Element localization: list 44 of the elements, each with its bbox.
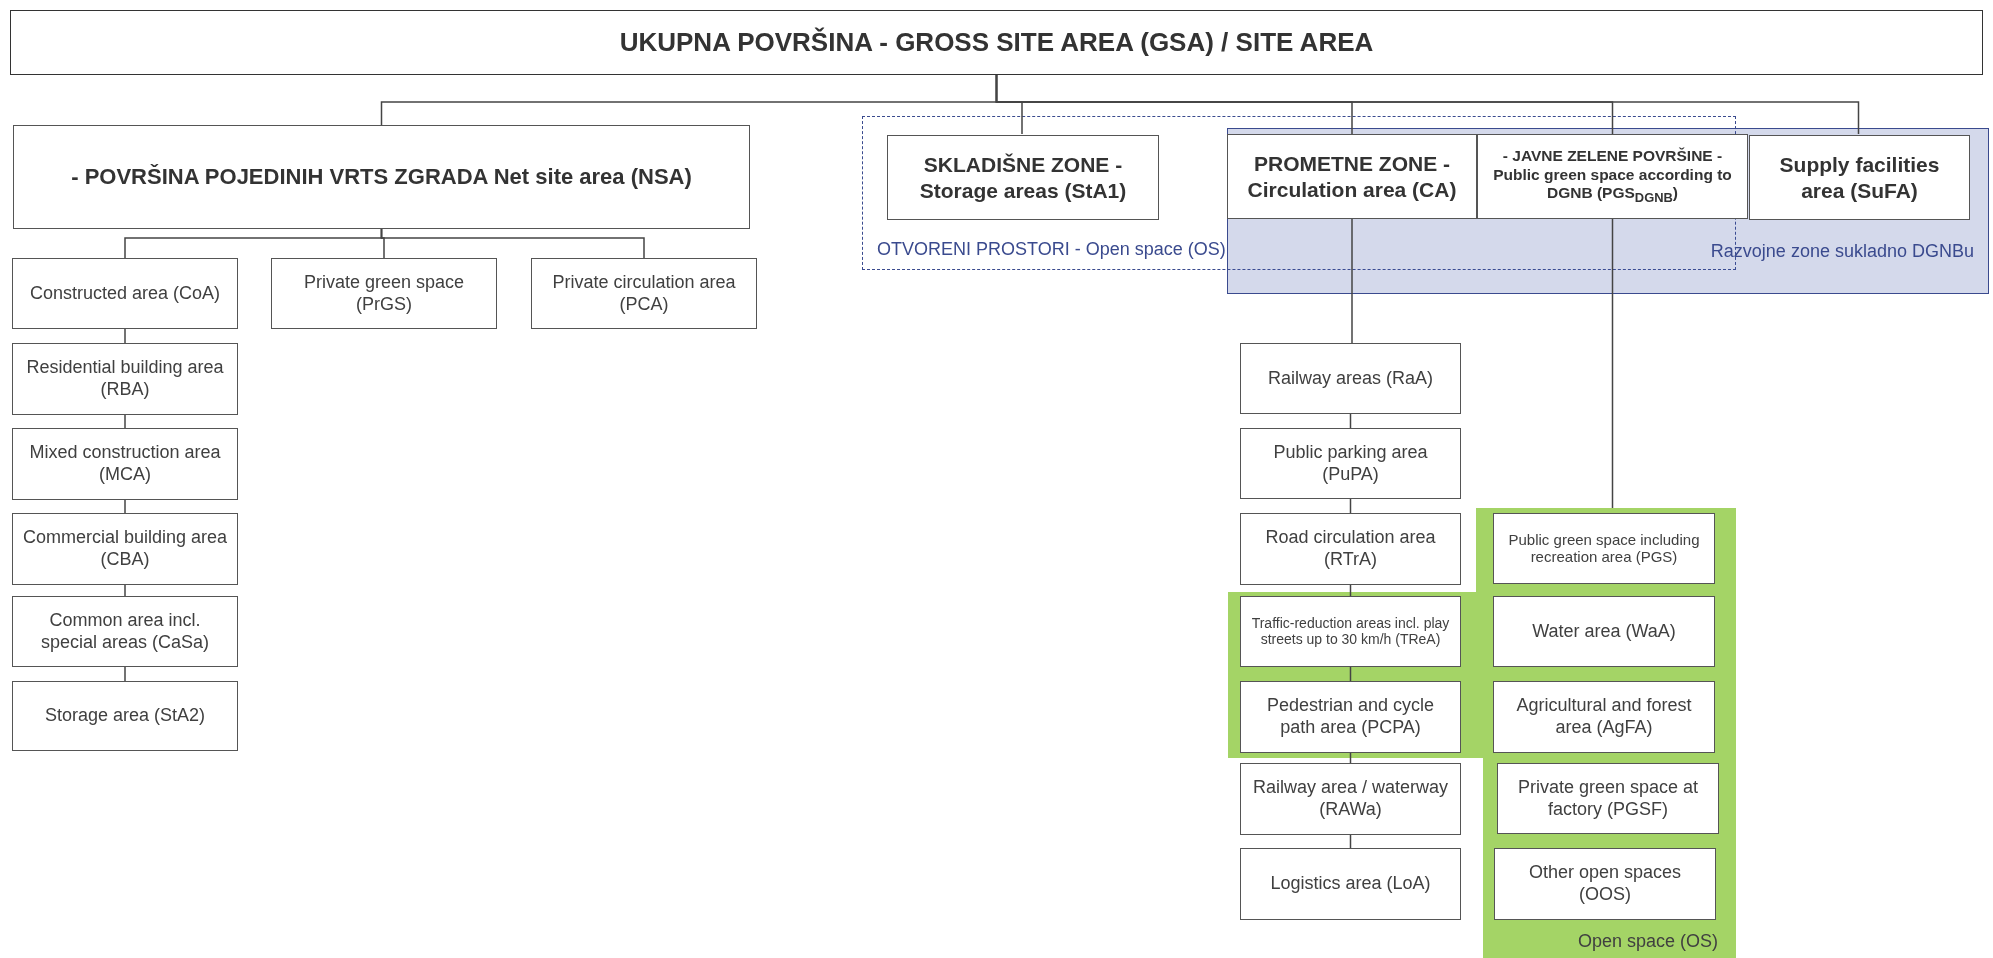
category-box: Pedestrian and cycle path area (PCPA) <box>1240 681 1461 753</box>
category-box: Commercial building area (CBA) <box>12 513 238 585</box>
connector-line <box>1349 834 1352 849</box>
zone-label: OTVORENI PROSTORI - Open space (OS) <box>877 239 1226 260</box>
category-box: Traffic-reduction areas incl. play streets up to 30 km/h (TReA) <box>1240 596 1461 667</box>
category-box: Residential building area (RBA) <box>12 343 238 415</box>
category-box: Public parking area (PuPA) <box>1240 428 1461 499</box>
category-box: Private green space at factory (PGSF) <box>1497 763 1719 834</box>
connector-line <box>1349 584 1352 597</box>
connector-line <box>1611 218 1614 509</box>
category-box: Water area (WaA) <box>1493 596 1715 667</box>
category-box: Storage area (StA2) <box>12 681 238 751</box>
category-box: Public green space including recreation area (PGS) <box>1493 513 1715 584</box>
category-box: Logistics area (LoA) <box>1240 848 1461 920</box>
connector-line <box>124 328 126 344</box>
title-box: UKUPNA POVRŠINA - GROSS SITE AREA (GSA) / SITE AREA <box>10 10 1983 75</box>
category-box: SKLADIŠNE ZONE - Storage areas (StA1) <box>887 135 1159 220</box>
category-box: Common area incl. special areas (CaSa) <box>12 596 238 667</box>
connector-line <box>1349 666 1352 682</box>
connector-line <box>1349 498 1352 514</box>
connector-line <box>124 414 126 429</box>
connector-line <box>124 666 126 682</box>
connector-line <box>380 228 645 259</box>
category-box: Constructed area (CoA) <box>12 258 238 329</box>
category-box: - JAVNE ZELENE POVRŠINE - Public green space according to DGNB (PGS$_{DGNB}$) <box>1477 134 1748 219</box>
zone-label: Razvojne zone sukladno DGNBu <box>1710 241 1974 262</box>
category-box: Mixed construction area (MCA) <box>12 428 238 500</box>
connector-line <box>124 584 126 597</box>
category-box: Supply facilities area (SuFA) <box>1749 135 1970 220</box>
connector-line <box>1349 752 1352 764</box>
connector-line <box>995 74 1860 135</box>
category-box: PROMETNE ZONE - Circulation area (CA) <box>1227 134 1477 219</box>
connector-line <box>124 499 126 514</box>
connector-line <box>1349 413 1352 429</box>
category-box: Private green space (PrGS) <box>271 258 497 329</box>
category-box: Railway areas (RaA) <box>1240 343 1461 414</box>
category-box: - POVRŠINA POJEDINIH VRTS ZGRADA Net site area (NSA) <box>13 125 750 229</box>
category-box: Railway area / waterway (RAWa) <box>1240 763 1461 835</box>
zone-label: Open space (OS) <box>1577 931 1718 952</box>
category-box: Private circulation area (PCA) <box>531 258 757 329</box>
category-box: Other open spaces (OOS) <box>1494 848 1716 920</box>
connector-line <box>1351 218 1353 344</box>
category-box: Agricultural and forest area (AgFA) <box>1493 681 1715 753</box>
category-box: Road circulation area (RTrA) <box>1240 513 1461 585</box>
